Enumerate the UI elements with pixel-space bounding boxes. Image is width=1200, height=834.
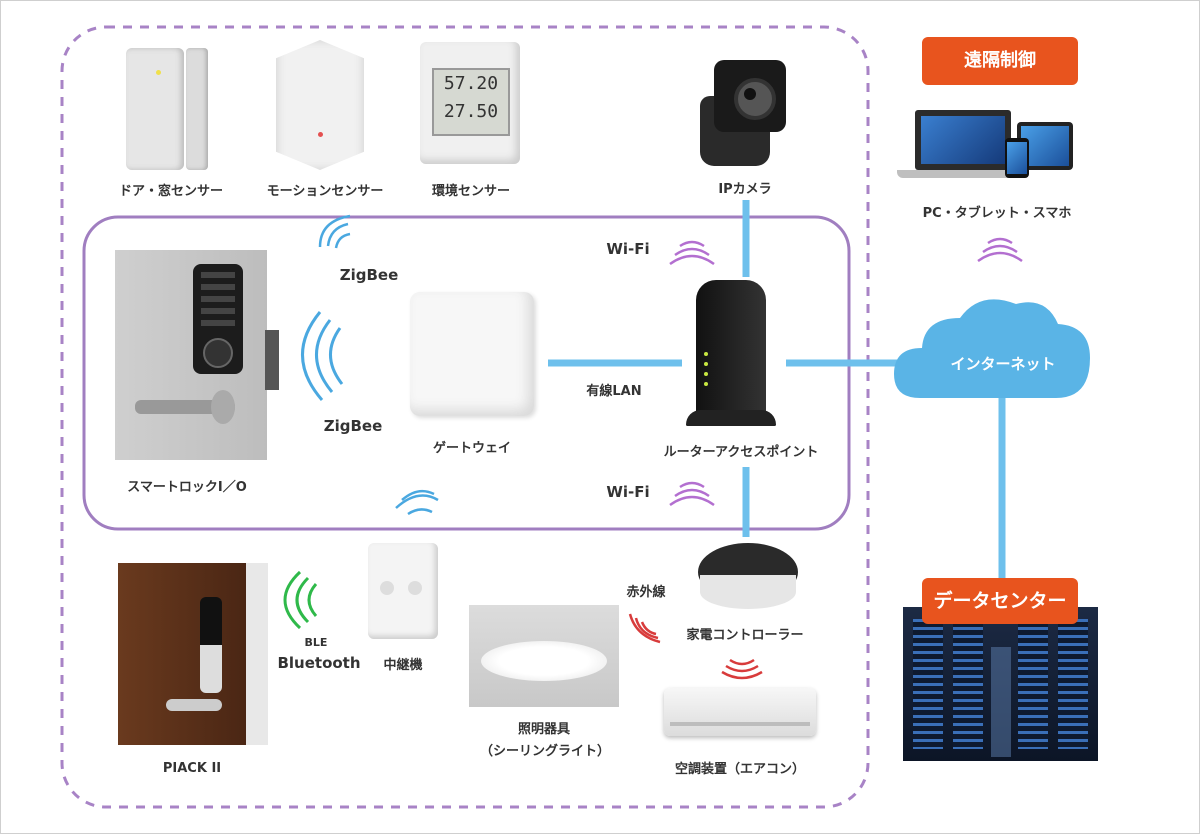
- internet-cloud: [894, 299, 1090, 398]
- bluetooth-label: Bluetooth: [277, 654, 361, 672]
- gateway-image: [410, 292, 534, 416]
- ble-label: BLE: [304, 636, 328, 649]
- wifi-bottom-label: Wi-Fi: [606, 483, 650, 501]
- env-display-1: 57.20: [443, 73, 499, 94]
- router-image: [686, 280, 776, 430]
- laptop-icon: [897, 110, 1077, 182]
- smartlock-io-image: [115, 250, 279, 460]
- internet-label: インターネット: [950, 355, 1056, 373]
- motion-sensor-image: [276, 40, 364, 170]
- remote-control-badge: 遠隔制御: [922, 37, 1078, 85]
- ip-camera-image: [694, 56, 794, 170]
- env-display-2: 27.50: [443, 101, 499, 122]
- piack-label: PIACK II: [162, 761, 222, 776]
- smartlock-io-label: スマートロックI／O: [127, 480, 247, 495]
- repeater-label: 中継機: [383, 658, 423, 673]
- ir-wave-left: [628, 613, 661, 644]
- repeater-image: [368, 543, 438, 639]
- env-sensor-label: 環境センサー: [431, 184, 510, 199]
- wifi-wave-top: [669, 240, 715, 266]
- zigbee-top-label: ZigBee: [339, 266, 399, 284]
- network-boundary: [82, 215, 851, 531]
- wifi-top-label: Wi-Fi: [606, 240, 650, 258]
- zigbee-wave-mid: [301, 311, 344, 401]
- home-controller-image: [698, 535, 798, 615]
- aircon-image: [664, 688, 816, 736]
- infrared-label: 赤外線: [626, 585, 666, 600]
- datacenter-badge: データセンター: [922, 578, 1078, 624]
- env-sensor-image: 57.20 27.50: [420, 42, 520, 164]
- ceiling-light-image: [469, 605, 619, 707]
- wired-lan-label: 有線LAN: [586, 384, 642, 399]
- datacenter-image: [903, 607, 1098, 761]
- zigbee-wave-top: [318, 214, 351, 249]
- door-sensor-label: ドア・窓センサー: [118, 184, 223, 199]
- home-boundary: [60, 25, 870, 809]
- aircon-label: 空調装置（エアコン）: [674, 762, 805, 777]
- light-label-line1: 照明器具: [517, 722, 570, 737]
- ble-wave: [283, 570, 318, 630]
- gateway-label: ゲートウェイ: [432, 441, 511, 456]
- ip-camera-label: IPカメラ: [718, 182, 772, 197]
- light-label-line2: （シーリングライト）: [479, 744, 610, 759]
- wifi-wave-pc: [977, 237, 1023, 263]
- home-controller-label: 家電コントローラー: [686, 628, 804, 643]
- door-sensor-image: [126, 48, 208, 170]
- ir-wave-down: [721, 658, 763, 680]
- motion-sensor-label: モーションセンサー: [266, 184, 384, 199]
- piack-image: [118, 563, 268, 745]
- zigbee-mid-label: ZigBee: [323, 417, 383, 435]
- zigbee-wave-bottom: [395, 489, 439, 516]
- pc-tablet-label: PC・タブレット・スマホ: [922, 206, 1072, 221]
- wifi-wave-bottom: [669, 481, 715, 507]
- router-label: ルーターアクセスポイント: [663, 445, 819, 460]
